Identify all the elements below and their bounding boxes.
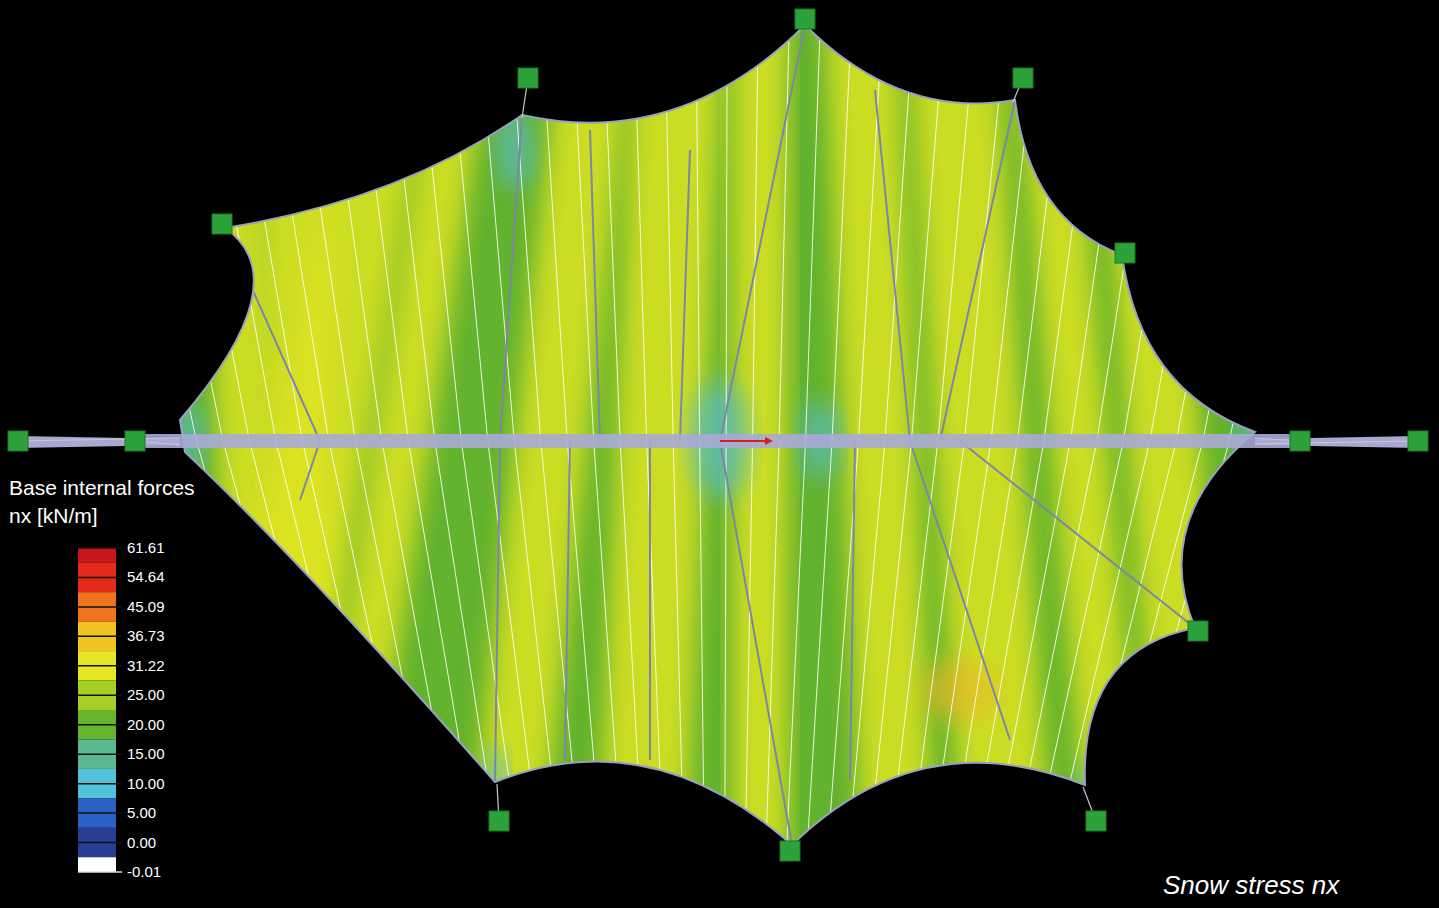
legend-tick bbox=[78, 547, 122, 549]
ridge-cable bbox=[18, 434, 1418, 448]
legend-value: 20.00 bbox=[127, 716, 165, 733]
legend-heading: Base internal forces bbox=[9, 476, 195, 500]
legend-tick bbox=[78, 606, 122, 608]
legend-value: 54.64 bbox=[127, 568, 165, 585]
legend-tick bbox=[78, 577, 122, 579]
legend-swatch bbox=[78, 857, 116, 872]
legend-tick bbox=[78, 665, 122, 667]
legend-value: 15.00 bbox=[127, 745, 165, 762]
legend-value: 0.00 bbox=[127, 834, 156, 851]
legend-value: 45.09 bbox=[127, 598, 165, 615]
legend-value: 10.00 bbox=[127, 775, 165, 792]
legend-tick bbox=[78, 695, 122, 697]
legend-value: 61.61 bbox=[127, 539, 165, 556]
legend-value: 25.00 bbox=[127, 686, 165, 703]
legend-tick bbox=[78, 812, 122, 814]
legend-value: -0.01 bbox=[127, 863, 161, 880]
legend-swatch bbox=[78, 548, 116, 563]
anchor-support bbox=[8, 9, 1428, 861]
legend-tick bbox=[78, 753, 122, 755]
legend-tick bbox=[78, 724, 122, 726]
legend-tick bbox=[78, 636, 122, 638]
legend-value: 36.73 bbox=[127, 627, 165, 644]
legend-value: 31.22 bbox=[127, 657, 165, 674]
legend-value: 5.00 bbox=[127, 804, 156, 821]
legend-tick bbox=[78, 871, 122, 873]
legend-heading: nx [kN/m] bbox=[9, 504, 98, 528]
legend-tick bbox=[78, 783, 122, 785]
caption: Snow stress nx bbox=[1163, 870, 1339, 901]
legend-tick bbox=[78, 842, 122, 844]
